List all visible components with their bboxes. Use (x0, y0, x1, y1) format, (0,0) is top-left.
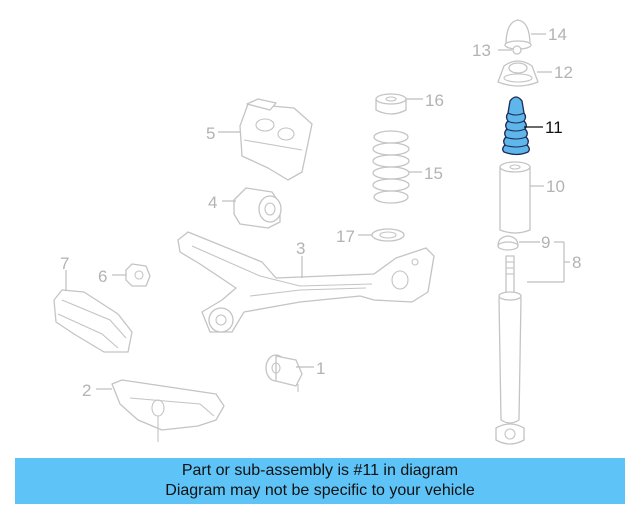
part-6-small-bracket: 6 (98, 263, 151, 287)
label-14: 14 (548, 25, 567, 44)
label-6: 6 (98, 267, 107, 286)
label-2: 2 (82, 381, 91, 400)
part-14-cap: 14 (504, 19, 567, 50)
label-13: 13 (472, 41, 491, 60)
part-5-bracket: 5 (206, 98, 313, 181)
parts-diagram: 14 13 12 11 10 9 (53, 19, 581, 445)
label-7: 7 (60, 254, 69, 273)
label-16: 16 (425, 91, 444, 110)
part-3-axle-beam: 3 (177, 231, 435, 333)
caption-banner: Part or sub-assembly is #11 in diagram D… (15, 458, 625, 504)
part-2-lower-shield: 2 (82, 379, 225, 442)
label-9: 9 (541, 233, 550, 252)
part-13-nut: 13 (472, 41, 522, 60)
part-15-coil-spring: 15 (372, 130, 443, 204)
label-3: 3 (296, 239, 305, 258)
label-8: 8 (572, 253, 581, 272)
part-1-wheel-hub: 1 (265, 354, 325, 392)
part-4-bushing: 4 (208, 187, 282, 229)
part-7-heat-shield: 7 (53, 254, 133, 353)
caption-line-disclaimer: Diagram may not be specific to your vehi… (165, 482, 475, 499)
part-17-insulator: 17 (336, 227, 405, 246)
label-12: 12 (554, 63, 573, 82)
part-11-bump-stop: 11 (502, 96, 563, 156)
part-8-shock-absorber: 8 (495, 241, 581, 445)
label-15: 15 (424, 164, 443, 183)
part-9-washer: 9 (497, 233, 550, 252)
part-12-upper-mount: 12 (497, 60, 573, 87)
part-16-spring-seat: 16 (375, 91, 444, 115)
caption-line-part: Part or sub-assembly is #11 in diagram (181, 462, 459, 479)
label-1: 1 (316, 359, 325, 378)
label-10: 10 (546, 177, 565, 196)
label-11: 11 (545, 118, 563, 137)
label-17: 17 (336, 227, 355, 246)
label-5: 5 (206, 124, 215, 143)
part-10-dust-boot: 10 (499, 161, 565, 234)
label-4: 4 (208, 193, 217, 212)
